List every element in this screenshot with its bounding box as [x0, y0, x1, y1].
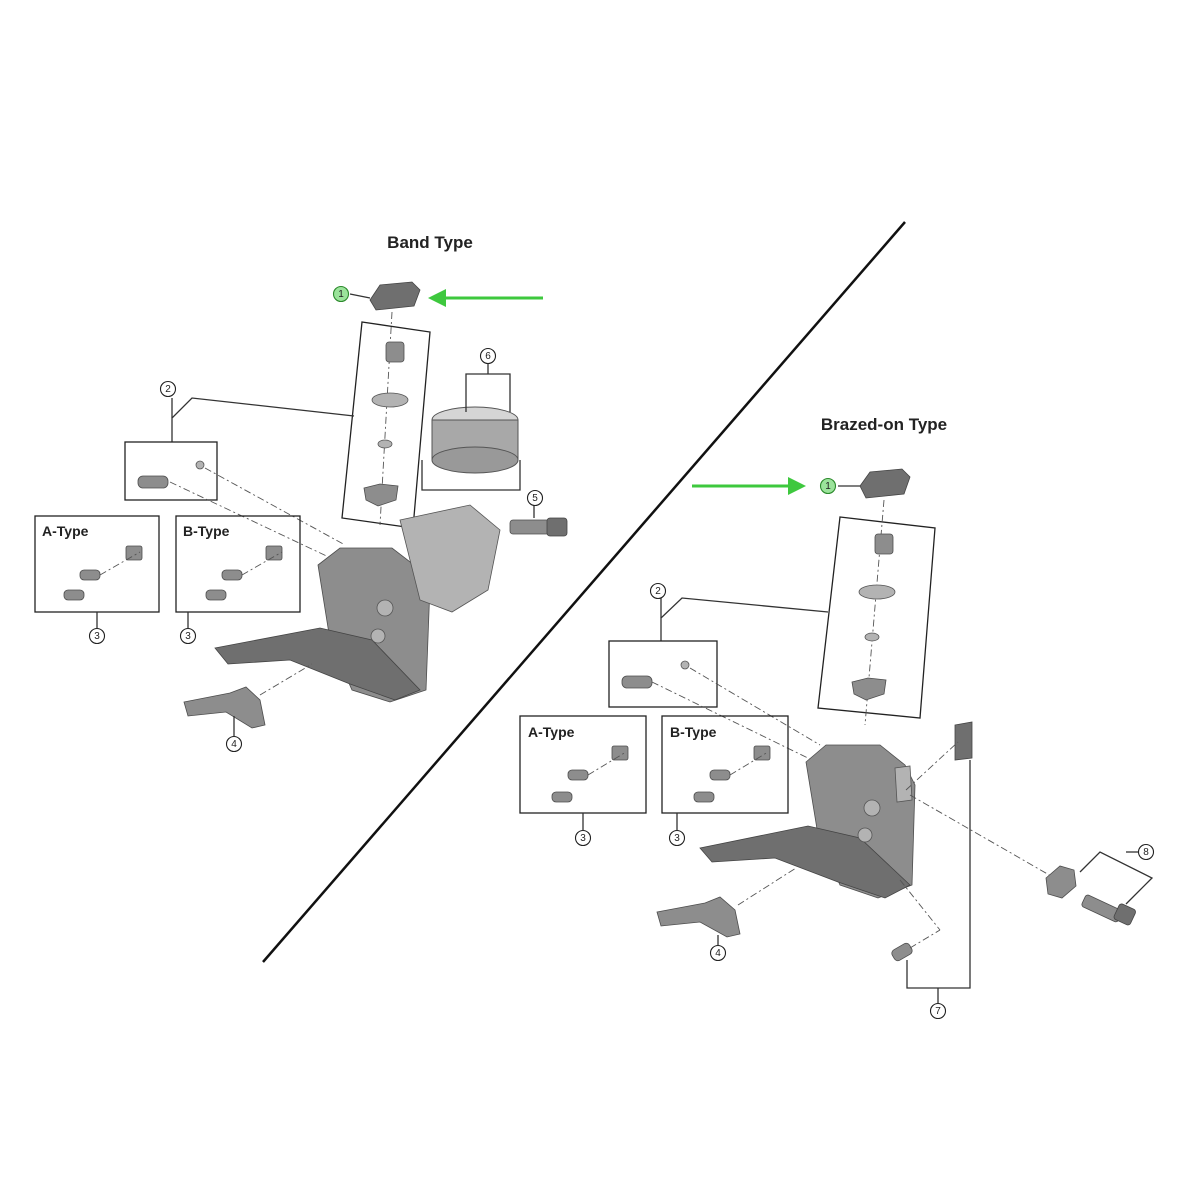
brazed-on-type-title: Brazed-on Type [821, 415, 947, 434]
brazed-washer-part [858, 584, 896, 600]
band-plate-part [183, 686, 266, 729]
brazed-adjust-screw-part [891, 942, 913, 962]
band-bolt-part [385, 341, 405, 363]
brazed-highlight-arrowhead [788, 477, 806, 495]
brazed-leader-8 [1079, 851, 1154, 905]
brazed-on-type-callout-label-7: 7 [935, 1006, 941, 1017]
brazed-on-type-callout-label-4: 4 [715, 948, 721, 959]
brazed-b-type-box [661, 715, 789, 814]
band-pin-box [124, 441, 218, 501]
band-type-callout-label-3: 3 [185, 631, 191, 642]
brazed-cover-part [859, 468, 911, 499]
brazed-on-type-callout-circle-2 [649, 582, 667, 600]
brazed-on-type-callout-label-3: 3 [580, 833, 586, 844]
band-a-type-label: A-Type [42, 523, 89, 539]
band-b-type-box [175, 515, 301, 613]
section-divider [262, 221, 906, 963]
brazed-b-type-label: B-Type [670, 724, 717, 740]
brazed-bolt-part [874, 533, 894, 555]
band-type-title: Band Type [387, 233, 473, 252]
brazed-on-type-callout-circle-3 [574, 829, 592, 847]
band-clamp-part [431, 406, 519, 474]
band-type-callout-circle-3 [179, 627, 197, 645]
band-type-callout-label-5: 5 [532, 493, 538, 504]
band-type-callout-label-2: 2 [165, 384, 171, 395]
band-type-callout-circle-1 [332, 285, 350, 303]
band-pin-part [137, 475, 169, 489]
callout-group: 1 2 3 3 4 5 6 1 2 3 3 4 7 8 [88, 285, 1155, 1020]
brazed-bolt-set-box [817, 516, 936, 719]
brazed-shim-part [954, 721, 973, 761]
band-type-callout-circle-3 [88, 627, 106, 645]
band-washer-part [371, 392, 409, 408]
band-type-callout-label-3: 3 [94, 631, 100, 642]
band-type-section: Band Type [34, 233, 568, 736]
band-type-callout-circle-6 [479, 347, 497, 365]
band-cover-part [369, 281, 421, 311]
brazed-a-type-label: A-Type [528, 724, 575, 740]
band-leader-2 [171, 397, 355, 442]
brazed-on-type-section: Brazed-on Type A-Type B-Type [519, 415, 1154, 1003]
brazed-on-type-callout-label-8: 8 [1143, 847, 1149, 858]
band-highlight-arrowhead [428, 289, 446, 307]
band-oring-part [377, 439, 393, 449]
brazed-on-type-callout-label-1: 1 [825, 481, 831, 492]
band-type-callout-circle-5 [526, 489, 544, 507]
brazed-leader-7 [906, 760, 971, 989]
brazed-pin-part [621, 675, 653, 689]
brazed-pin-box [608, 640, 718, 708]
band-type-callout-label-4: 4 [231, 739, 237, 750]
band-leader-6 [465, 373, 511, 412]
brazed-plate-part [656, 896, 741, 938]
band-derailleur-body [214, 504, 501, 703]
band-b-type-label: B-Type [183, 523, 230, 539]
brazed-on-type-callout-circle-8 [1137, 843, 1155, 861]
brazed-on-type-callout-label-2: 2 [655, 586, 661, 597]
brazed-on-type-callout-circle-7 [929, 1002, 947, 1020]
brazed-on-type-callout-circle-3 [668, 829, 686, 847]
brazed-on-type-callout-circle-1 [819, 477, 837, 495]
brazed-on-type-callout-circle-4 [709, 944, 727, 962]
brazed-nut-part [851, 677, 887, 701]
band-type-callout-circle-2 [159, 380, 177, 398]
brazed-mount-nut-part [1045, 865, 1077, 899]
brazed-derailleur-body [699, 744, 916, 899]
band-type-callout-circle-4 [225, 735, 243, 753]
brazed-on-type-callout-label-3: 3 [674, 833, 680, 844]
band-type-callout-label-1: 1 [338, 289, 344, 300]
brazed-leader-2 [660, 597, 829, 641]
band-nut-part [363, 483, 399, 507]
band-type-callout-label-6: 6 [485, 351, 491, 362]
brazed-oring-part [864, 632, 880, 642]
